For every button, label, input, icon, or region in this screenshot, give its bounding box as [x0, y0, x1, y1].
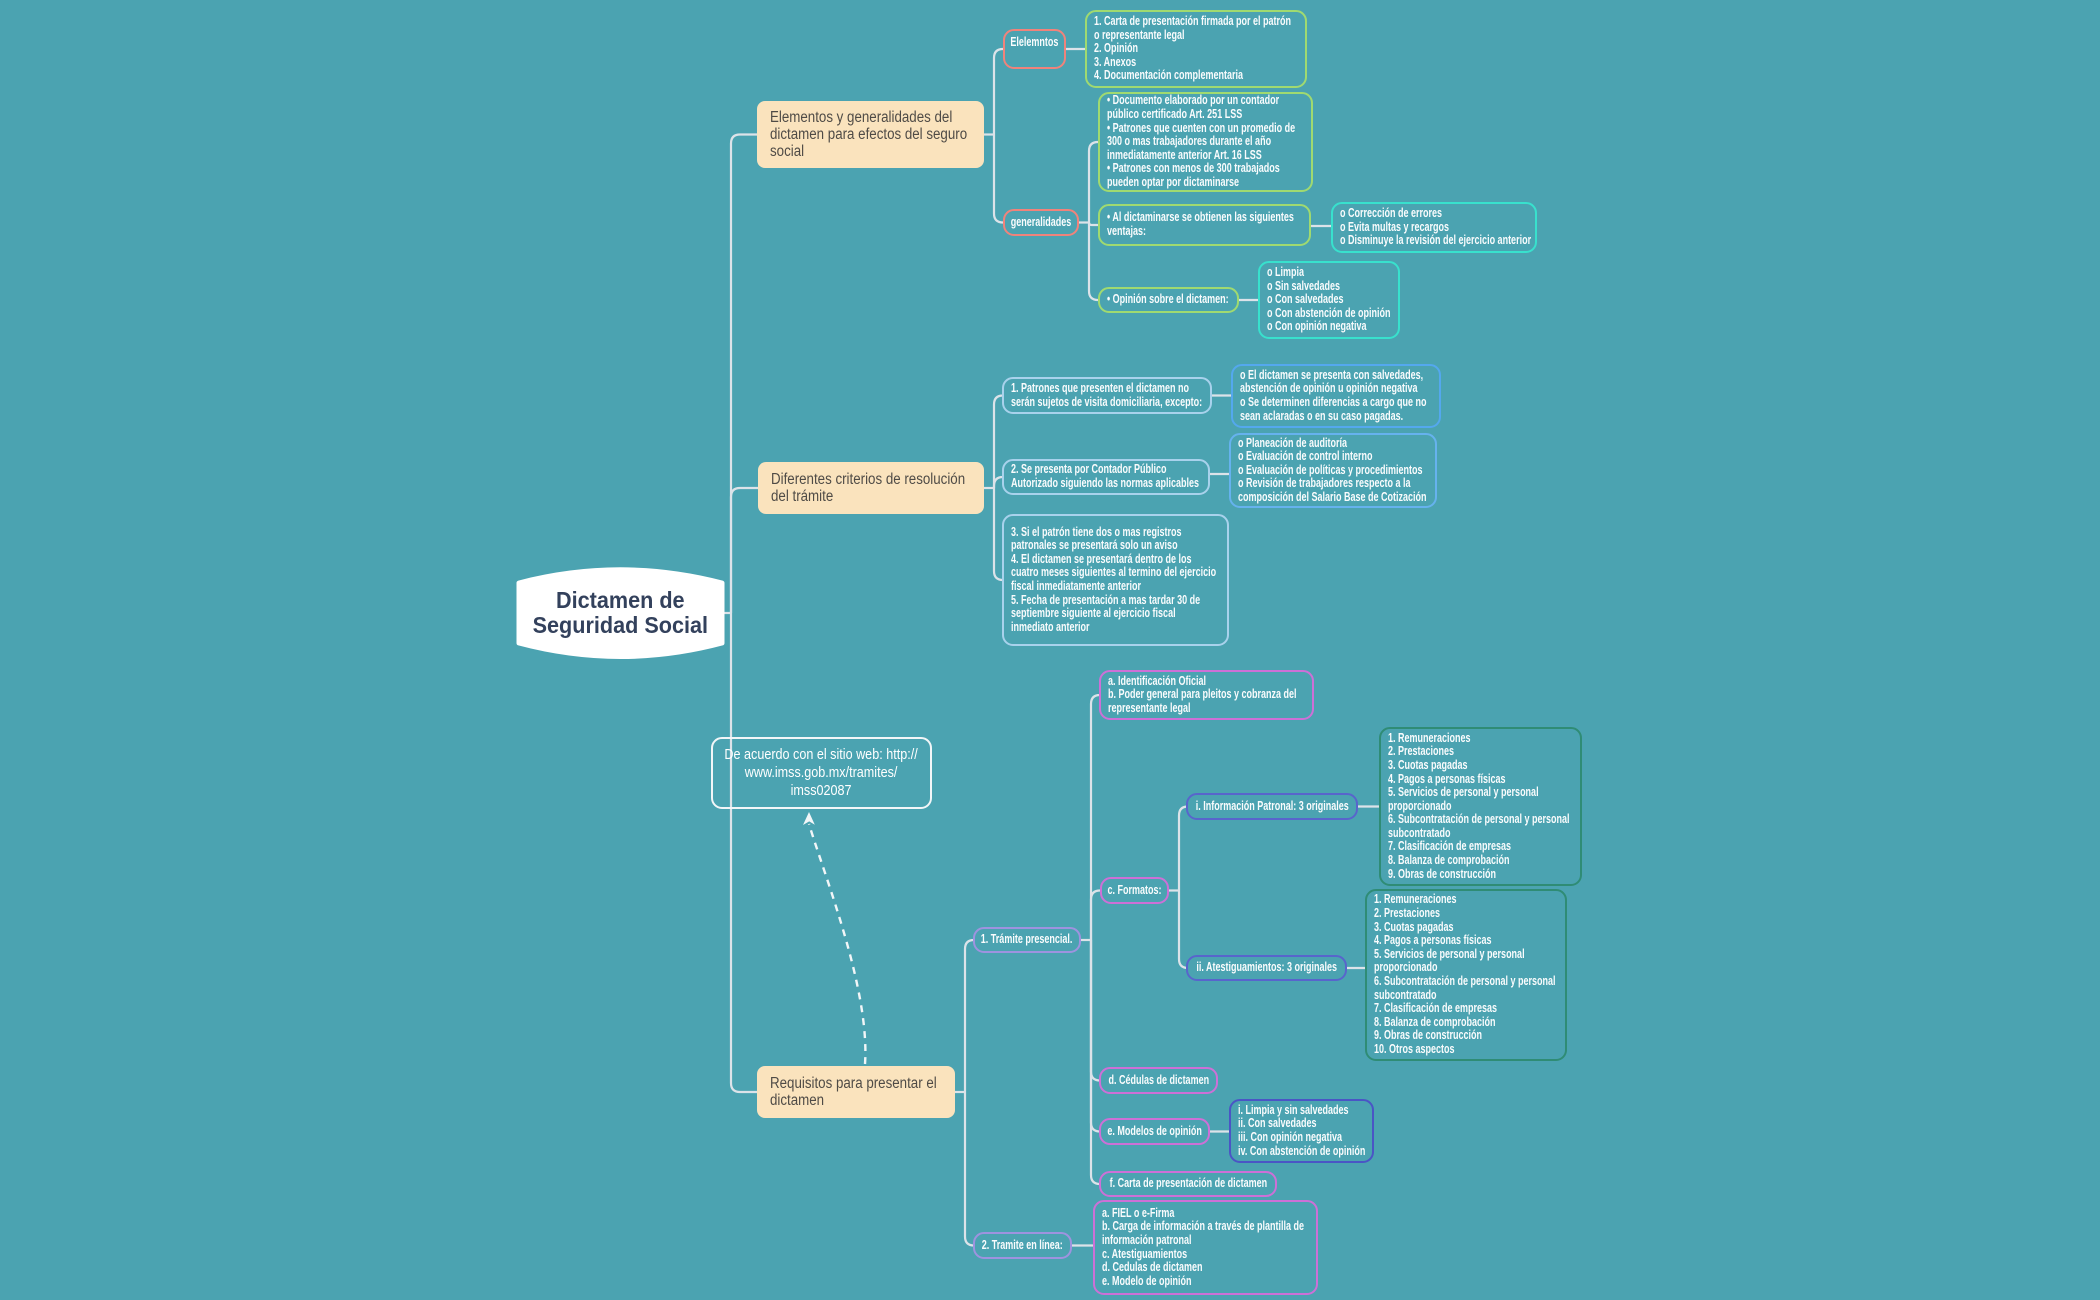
box-ventajas-label: • Al dictaminarse se obtienen las siguie…: [1107, 210, 1294, 238]
box-identificacion-poder[interactable]: a. Identificación Oficial b. Poder gener…: [1099, 670, 1314, 720]
note-sitio-web-label: De acuerdo con el sitio web: http:// www…: [724, 746, 919, 799]
dashed-arrow-line: [807, 823, 867, 1065]
box-criterio-1-label: 1. Patrones que presenten el dictamen no…: [1011, 380, 1203, 409]
box-criterio-1-detalle-label: o El dictamen se presenta con salvedades…: [1240, 367, 1427, 423]
node-atestiguamientos[interactable]: ii. Atestiguamientos: 3 originales: [1186, 955, 1347, 981]
box-criterio-1-detalle[interactable]: o El dictamen se presenta con salvedades…: [1231, 364, 1441, 428]
box-criterio-2-detalle[interactable]: o Planeación de auditoría o Evaluación d…: [1229, 433, 1437, 508]
node-formatos[interactable]: c. Formatos:: [1100, 877, 1169, 904]
box-identificacion-poder-label: a. Identificación Oficial b. Poder gener…: [1108, 673, 1297, 715]
node-modelos-opinion[interactable]: e. Modelos de opinión: [1099, 1118, 1210, 1145]
branch-elementos-generalidades-label: Elementos y generalidades del dictamen p…: [770, 109, 968, 160]
connector: [1089, 693, 1101, 940]
box-info-patronal-lista-label: 1. Remuneraciones 2. Prestaciones 3. Cuo…: [1388, 730, 1570, 881]
connector: [1089, 940, 1101, 1133]
connector: [729, 486, 758, 613]
box-opinion-dictamen[interactable]: • Opinión sobre el dictamen:: [1098, 287, 1239, 313]
node-elelemntos-label: Elelemntos: [1010, 35, 1059, 49]
cross-link-arrow: [803, 812, 867, 1065]
box-atestiguamientos-lista-label: 1. Remuneraciones 2. Prestaciones 3. Cuo…: [1374, 892, 1556, 1056]
note-sitio-web[interactable]: De acuerdo con el sitio web: http:// www…: [711, 737, 932, 809]
box-elementos-lista[interactable]: 1. Carta de presentación firmada por el …: [1085, 10, 1307, 88]
box-info-patronal-lista[interactable]: 1. Remuneraciones 2. Prestaciones 3. Cuo…: [1379, 727, 1582, 886]
branch-criterios-resolucion-label: Diferentes criterios de resolución del t…: [771, 471, 966, 505]
node-tramite-linea-label: 2. Tramite en línea:: [981, 1237, 1064, 1252]
box-ventajas[interactable]: • Al dictaminarse se obtienen las siguie…: [1098, 204, 1311, 246]
node-carta-presentacion[interactable]: f. Carta de presentación de dictamen: [1099, 1171, 1277, 1197]
box-modelos-lista[interactable]: i. Limpia y sin salvedades ii. Con salve…: [1229, 1099, 1374, 1163]
box-criterio-2[interactable]: 2. Se presenta por Contador Público Auto…: [1002, 459, 1210, 495]
connector: [1177, 805, 1189, 891]
box-opinion-lista-label: o Limpia o Sin salvedades o Con salvedad…: [1267, 265, 1391, 334]
root-node-shape[interactable]: [516, 567, 725, 659]
connector: [1087, 140, 1099, 223]
node-modelos-opinion-label: e. Modelos de opinión: [1107, 1123, 1202, 1138]
box-atestiguamientos-lista[interactable]: 1. Remuneraciones 2. Prestaciones 3. Cuo…: [1365, 889, 1567, 1061]
branch-requisitos[interactable]: Requisitos para presentar el dictamen: [757, 1066, 955, 1118]
box-generalidades-documento-label: • Documento elaborado por un contador pú…: [1107, 93, 1296, 189]
box-criterio-2-label: 2. Se presenta por Contador Público Auto…: [1011, 462, 1200, 490]
branch-requisitos-label: Requisitos para presentar el dictamen: [770, 1075, 937, 1109]
connector: [1087, 222, 1099, 302]
branch-elementos-generalidades[interactable]: Elementos y generalidades del dictamen p…: [757, 101, 984, 168]
node-generalidades[interactable]: generalidades: [1003, 209, 1079, 236]
node-tramite-linea[interactable]: 2. Tramite en línea:: [973, 1232, 1072, 1259]
connector: [1087, 222, 1098, 227]
box-opinion-lista[interactable]: o Limpia o Sin salvedades o Con salvedad…: [1258, 261, 1400, 339]
connector: [1177, 890, 1189, 970]
box-elementos-lista-label: 1. Carta de presentación firmada por el …: [1094, 14, 1292, 83]
connector: [1089, 889, 1101, 940]
node-cedulas-label: d. Cédulas de dictamen: [1108, 1072, 1209, 1087]
node-atestiguamientos-label: ii. Atestiguamientos: 3 originales: [1196, 960, 1337, 975]
branch-criterios-resolucion[interactable]: Diferentes criterios de resolución del t…: [758, 462, 984, 514]
root-node[interactable]: Dictamen de Seguridad Social: [519, 569, 722, 657]
node-cedulas[interactable]: d. Cédulas de dictamen: [1099, 1067, 1218, 1094]
box-criterio-1[interactable]: 1. Patrones que presenten el dictamen no…: [1002, 377, 1212, 414]
box-tramite-linea-lista[interactable]: a. FIEL o e-Firma b. Carga de informació…: [1093, 1200, 1318, 1295]
box-generalidades-documento[interactable]: • Documento elaborado por un contador pú…: [1098, 92, 1313, 192]
connector: [729, 613, 757, 1094]
node-tramite-presencial[interactable]: 1. Trámite presencial.: [973, 927, 1081, 953]
node-carta-presentacion-label: f. Carta de presentación de dictamen: [1109, 1176, 1267, 1191]
connector: [729, 133, 757, 613]
connector: [992, 47, 1004, 135]
node-informacion-patronal-label: i. Información Patronal: 3 originales: [1195, 798, 1349, 813]
connector: [1089, 940, 1101, 1186]
connector: [992, 134, 1004, 224]
node-elelemntos[interactable]: Elelemntos: [1003, 29, 1066, 69]
node-formatos-label: c. Formatos:: [1107, 882, 1162, 897]
box-criterio-2-detalle-label: o Planeación de auditoría o Evaluación d…: [1238, 435, 1427, 504]
node-informacion-patronal[interactable]: i. Información Patronal: 3 originales: [1186, 793, 1358, 820]
connector: [963, 938, 975, 1092]
box-modelos-lista-label: i. Limpia y sin salvedades ii. Con salve…: [1238, 1102, 1366, 1158]
box-ventajas-lista-label: o Corrección de errores o Evita multas y…: [1340, 206, 1532, 248]
box-criterios-3-4-5[interactable]: 3. Si el patrón tiene dos o mas registro…: [1002, 514, 1229, 646]
box-opinion-dictamen-label: • Opinión sobre el dictamen:: [1107, 292, 1229, 307]
connector: [963, 1092, 975, 1247]
box-tramite-linea-lista-label: a. FIEL o e-Firma b. Carga de informació…: [1102, 1205, 1305, 1288]
box-criterios-3-4-5-label: 3. Si el patrón tiene dos o mas registro…: [1011, 524, 1217, 634]
root-node-label: Dictamen de Seguridad Social: [532, 587, 709, 638]
node-generalidades-label: generalidades: [1010, 214, 1072, 229]
box-ventajas-lista[interactable]: o Corrección de errores o Evita multas y…: [1331, 202, 1537, 253]
connector: [1089, 940, 1101, 1082]
dashed-arrow-head: [803, 812, 815, 825]
node-tramite-presencial-label: 1. Trámite presencial.: [981, 932, 1073, 947]
